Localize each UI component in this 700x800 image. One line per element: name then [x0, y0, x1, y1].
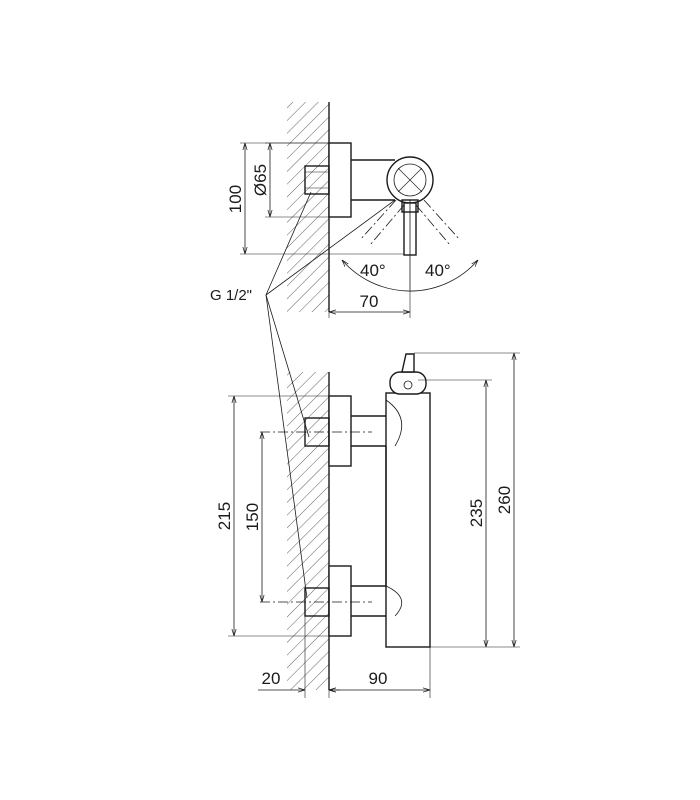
mixer-body	[385, 392, 431, 648]
dim-label-235: 235	[467, 499, 486, 527]
wall-hatch-front	[287, 372, 329, 690]
lower-outlet-curve	[385, 585, 403, 617]
lower-flange	[328, 565, 352, 637]
dim-label-65: Ø65	[251, 164, 270, 196]
handle-ghost-right-2	[423, 199, 461, 241]
dim-label-215: 215	[215, 502, 234, 530]
body-circle-inner	[393, 163, 427, 197]
handle-ghost-right	[415, 204, 451, 246]
dim-label-260: 260	[495, 486, 514, 514]
wall-hatch-top	[287, 102, 329, 312]
threaded-stub-top	[304, 165, 330, 195]
front-view: 215 150 235 260 20 90	[215, 352, 520, 698]
body-cross-2	[397, 167, 423, 193]
flange-top	[328, 142, 352, 218]
handle-ghost-left-2	[359, 199, 397, 241]
dim-label-150: 150	[243, 503, 262, 531]
top-view: 40° 40° 100 Ø65 70	[226, 102, 478, 318]
dim-label-90: 90	[369, 669, 388, 688]
upper-outlet-curve	[385, 399, 403, 447]
dim-label-100: 100	[226, 185, 245, 213]
thread-callout: G 1/2"	[210, 191, 396, 599]
dim-label-20: 20	[262, 669, 281, 688]
leader-top-2	[265, 199, 396, 296]
leader-top	[265, 191, 312, 296]
angle-right-label: 40°	[425, 261, 451, 280]
angle-left-label: 40°	[360, 261, 386, 280]
handle-ghost-left	[369, 204, 405, 246]
top-cap	[389, 371, 427, 395]
dim-label-70: 70	[360, 292, 379, 311]
upper-flange	[328, 395, 352, 467]
handle-lever-front	[401, 353, 415, 373]
cap-screw	[403, 380, 413, 390]
thread-label: G 1/2"	[210, 287, 252, 304]
